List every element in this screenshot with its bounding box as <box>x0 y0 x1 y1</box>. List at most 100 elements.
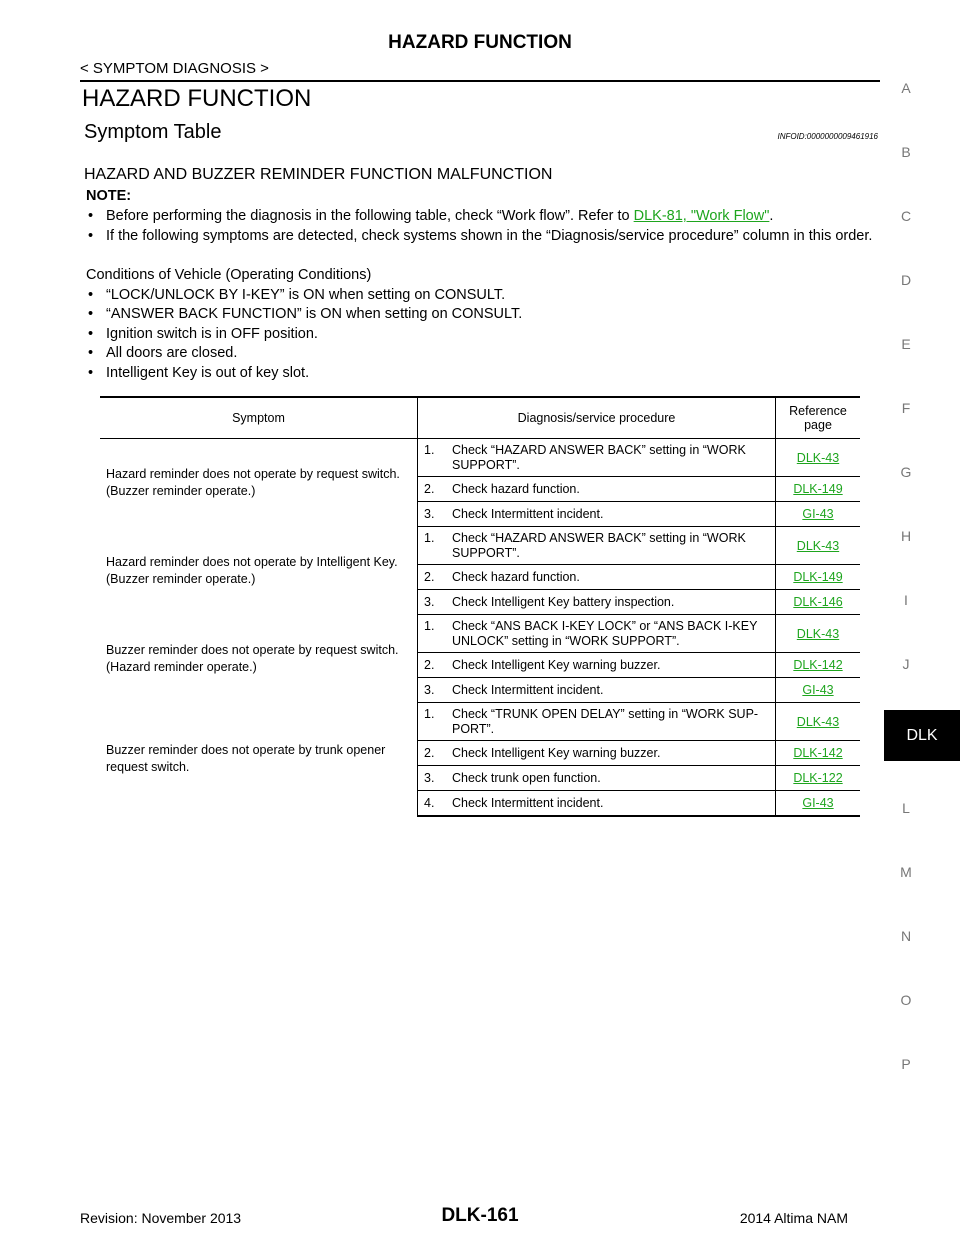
procedure-cell: 3. Check Intelligent Key battery inspecti… <box>417 589 776 615</box>
reference-link[interactable]: DLK-43 <box>796 450 840 465</box>
step-text: Check “ANS BACK I-KEY LOCK” or “ANS BACK… <box>452 618 758 648</box>
header-rule <box>80 80 880 82</box>
procedure-cell: 1.Check “HAZARD ANSWER BACK” setting in … <box>417 438 776 477</box>
condition-text: All doors are closed. <box>106 345 238 361</box>
reference-link[interactable]: DLK-146 <box>793 595 843 609</box>
step-number: 3. <box>424 594 435 609</box>
procedure-cell: 3.Check Intermittent incident. <box>417 677 776 703</box>
condition-text: Ignition switch is in OFF position. <box>106 325 318 342</box>
procedure-cell: 2.Check hazard function. <box>417 564 776 590</box>
table-row: 4. Check Intermittent incident. GI-43 <box>100 790 860 817</box>
side-index-letter[interactable]: O <box>900 992 912 1008</box>
bullet-glyph: • <box>88 325 94 342</box>
procedure-cell: 2.Check Intelligent Key warning buzzer. <box>417 740 776 766</box>
reference-link[interactable]: GI-43 <box>802 507 834 521</box>
step-text: Check “TRUNK OPEN DELAY” setting in “WOR… <box>452 706 759 736</box>
table-row: Buzzer reminder does not operate by trun… <box>100 702 860 816</box>
side-index-letter[interactable]: P <box>901 1056 911 1072</box>
side-index-letter[interactable]: L <box>902 800 910 816</box>
table-row: 2.Check hazard function. DLK-149 <box>100 564 860 590</box>
condition-text: “ANSWER BACK FUNCTION” is ON when settin… <box>106 306 523 322</box>
bullet-glyph: • <box>88 306 94 322</box>
side-index-letter[interactable]: D <box>900 272 912 288</box>
side-index-letter[interactable]: M <box>900 864 912 880</box>
procedure-cell: 2. Check hazard function. <box>417 476 776 502</box>
step-number: 2. <box>424 481 435 496</box>
bullet-glyph: • <box>88 208 94 224</box>
step-text: Check Intermittent incident. <box>452 795 604 810</box>
reference-link[interactable]: DLK-43 <box>796 626 840 641</box>
table-row: 2.Check Intelligent Key warning buzzer. D… <box>100 740 860 766</box>
side-index-active-tab[interactable]: DLK <box>884 710 960 761</box>
reference-cell: DLK-43 <box>775 438 860 477</box>
table-row: 3. Check Intelligent Key battery inspecti… <box>100 589 860 615</box>
reference-cell: DLK-43 <box>775 614 860 653</box>
step-text: Check Intelligent Key warning buzzer. <box>452 657 661 672</box>
step-number: 1. <box>424 618 435 633</box>
reference-cell: GI-43 <box>775 501 860 527</box>
footer-page-number: DLK-161 <box>441 1205 519 1226</box>
subsection-title: HAZARD AND BUZZER REMINDER FUNCTION MALF… <box>84 166 553 183</box>
step-number: 4. <box>424 795 435 810</box>
work-flow-link[interactable]: DLK-81, "Work Flow" <box>633 208 770 224</box>
procedure-cell: 3.Check trunk open function. <box>417 765 776 791</box>
reference-link[interactable]: DLK-149 <box>793 570 843 584</box>
step-number: 1. <box>424 706 435 721</box>
note-block: NOTE: •Before performing the diagnosis i… <box>86 186 882 246</box>
symptom-table-title: Symptom Table <box>84 121 222 143</box>
step-number: 2. <box>424 569 435 584</box>
step-text: Check Intelligent Key battery inspection… <box>452 594 675 609</box>
step-text: Check hazard function. <box>452 481 580 496</box>
bullet-glyph: • <box>88 345 94 361</box>
side-index-letter[interactable]: C <box>900 208 912 224</box>
header-procedure: Diagnosis/service procedure <box>417 396 776 439</box>
reference-cell: GI-43 <box>775 790 860 817</box>
reference-cell: DLK-149 <box>775 564 860 590</box>
table-header-row: Symptom Diagnosis/service procedure Refe… <box>100 396 860 439</box>
step-text: Check Intermittent incident. <box>452 506 604 521</box>
symptom-table: Symptom Diagnosis/service procedure Refe… <box>100 396 860 817</box>
step-number: 3. <box>424 506 435 521</box>
bullet-glyph: • <box>88 364 94 381</box>
reference-link[interactable]: GI-43 <box>802 683 834 697</box>
reference-link[interactable]: DLK-43 <box>796 538 840 553</box>
condition-item: • Ignition switch is in OFF position. <box>86 325 846 345</box>
step-number: 2. <box>424 745 435 760</box>
note-item-1-suffix: . <box>769 208 774 224</box>
section-title: HAZARD FUNCTION <box>82 85 312 112</box>
step-text: Check Intermittent incident. <box>452 682 604 697</box>
reference-link[interactable]: DLK-142 <box>793 746 843 760</box>
side-index-letter[interactable]: B <box>901 144 911 160</box>
reference-link[interactable]: DLK-142 <box>793 658 843 672</box>
side-index-letter[interactable]: G <box>900 464 912 480</box>
note-item-2: • If the following symptoms are detected,… <box>86 226 882 246</box>
procedure-cell: 4. Check Intermittent incident. <box>417 790 776 817</box>
table-row: Hazard reminder does not operate by requ… <box>100 438 860 527</box>
symptom-cell: Hazard reminder does not operate by Inte… <box>100 526 418 615</box>
side-index-letter[interactable]: H <box>900 528 912 544</box>
reference-link[interactable]: GI-43 <box>802 796 834 810</box>
table-row: Buzzer reminder does not operate by requ… <box>100 614 860 703</box>
side-index-letter[interactable]: F <box>901 400 911 416</box>
condition-item: • All doors are closed. <box>86 344 846 364</box>
reference-cell: GI-43 <box>775 677 860 703</box>
reference-link[interactable]: DLK-149 <box>793 482 843 496</box>
side-index-letter[interactable]: N <box>900 928 912 944</box>
condition-item: •“LOCK/UNLOCK BY I-KEY” is ON when setti… <box>86 286 846 306</box>
procedure-cell: 1. Check “ANS BACK I-KEY LOCK” or “ANS BA… <box>417 614 776 653</box>
header-reference: Reference page <box>775 396 860 439</box>
reference-link[interactable]: DLK-43 <box>796 714 840 729</box>
reference-cell: DLK-122 <box>775 765 860 791</box>
side-index-letter[interactable]: J <box>902 656 910 672</box>
side-index-letter[interactable]: E <box>901 336 911 352</box>
bullet-glyph: • <box>88 228 94 244</box>
step-number: 1. <box>424 530 435 545</box>
note-item-2-text: If the following symptoms are detected, … <box>106 228 873 244</box>
procedure-cell: 1. Check “TRUNK OPEN DELAY” setting in “W… <box>417 702 776 741</box>
side-index-letter[interactable]: A <box>901 80 911 96</box>
side-index-letter[interactable]: I <box>904 592 908 608</box>
side-index: A B C D E F G H I J L M N O P <box>884 0 960 1242</box>
step-number: 1. <box>424 442 435 457</box>
reference-link[interactable]: DLK-122 <box>793 771 843 785</box>
step-text: Check “HAZARD ANSWER BACK” setting in “W… <box>452 530 746 560</box>
